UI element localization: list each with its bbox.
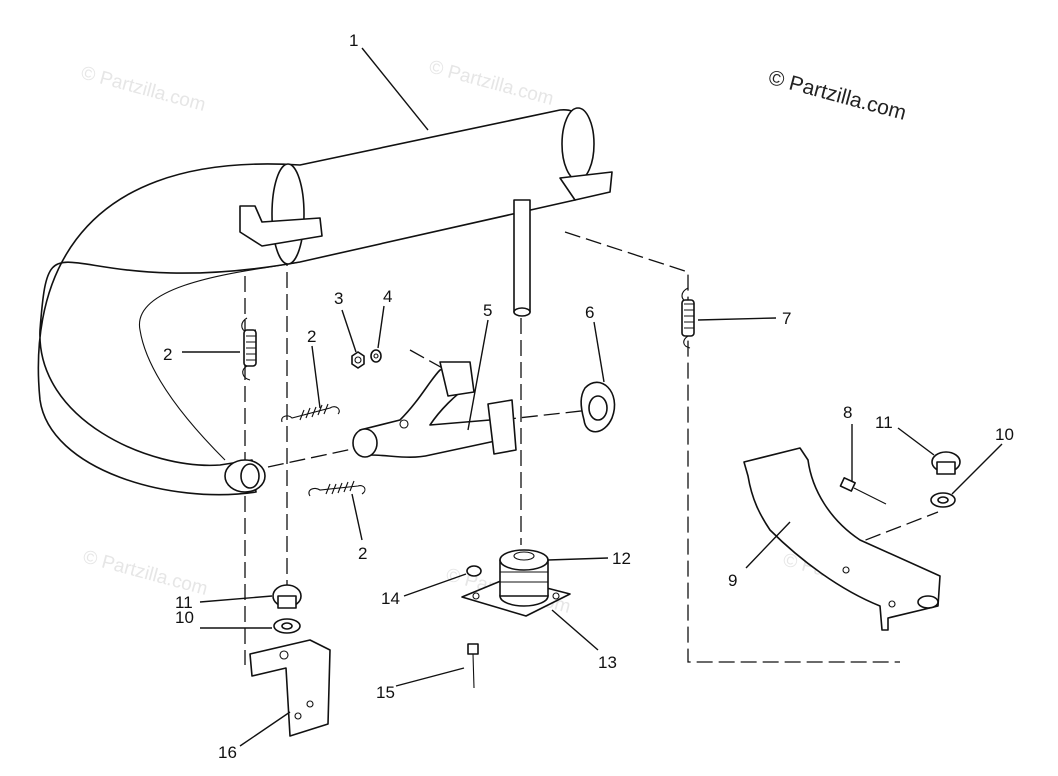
callout-11-left: 11: [175, 593, 193, 612]
grommet-part-11-left: [272, 584, 302, 609]
watermark-1: © Partzilla.com: [79, 63, 208, 116]
callout-4: 4: [383, 287, 392, 306]
callout-11-right: 11: [875, 413, 893, 432]
callout-1: 1: [349, 31, 358, 50]
callout-labels: 1 2 2 2 3 4 5 6 7 8 9 10 10 11 11 12 13 …: [163, 31, 1014, 762]
callout-2-lower-spring: 2: [358, 544, 367, 563]
callout-14: 14: [381, 589, 400, 608]
washer-part-14: [466, 565, 482, 577]
callout-2-upper-spring: 2: [307, 327, 316, 346]
spring-part-7: [681, 287, 695, 349]
callout-7: 7: [782, 309, 791, 328]
assembly-lines: [244, 231, 939, 665]
manifold-part-5: [352, 361, 517, 458]
bracket-part-9: [743, 447, 941, 631]
leader-lines: [182, 47, 1003, 747]
nut-part-3: [351, 351, 365, 369]
callout-16: 16: [218, 743, 237, 762]
washer-part-4: [370, 349, 382, 363]
spring-part-2-vertical: [241, 317, 257, 381]
watermark-3: © Partzilla.com: [81, 547, 210, 600]
watermark-2: © Partzilla.com: [427, 57, 556, 110]
callout-13: 13: [598, 653, 617, 672]
callout-3: 3: [334, 289, 343, 308]
gasket-part-6: [580, 381, 616, 433]
spring-part-2-lower: [308, 480, 366, 497]
washer-part-10-right: [930, 492, 956, 508]
callout-6: 6: [585, 303, 594, 322]
callout-15: 15: [376, 683, 395, 702]
screw-part-8: [839, 477, 887, 505]
callout-10-right: 10: [995, 425, 1014, 444]
isolator-part-12: [499, 549, 549, 607]
spring-part-2-upper: [281, 403, 340, 423]
grommet-part-11-right: [931, 451, 961, 475]
callout-9: 9: [728, 571, 737, 590]
muffler-part-1: [37, 107, 613, 496]
callout-2-vertical-spring: 2: [163, 345, 172, 364]
washer-part-10-left: [273, 618, 301, 634]
screw-part-15: [467, 643, 479, 689]
callout-5: 5: [483, 301, 492, 320]
callout-10-left: 10: [175, 608, 194, 627]
bracket-part-16: [249, 639, 331, 737]
callout-12: 12: [612, 549, 631, 568]
callout-8: 8: [843, 403, 852, 422]
